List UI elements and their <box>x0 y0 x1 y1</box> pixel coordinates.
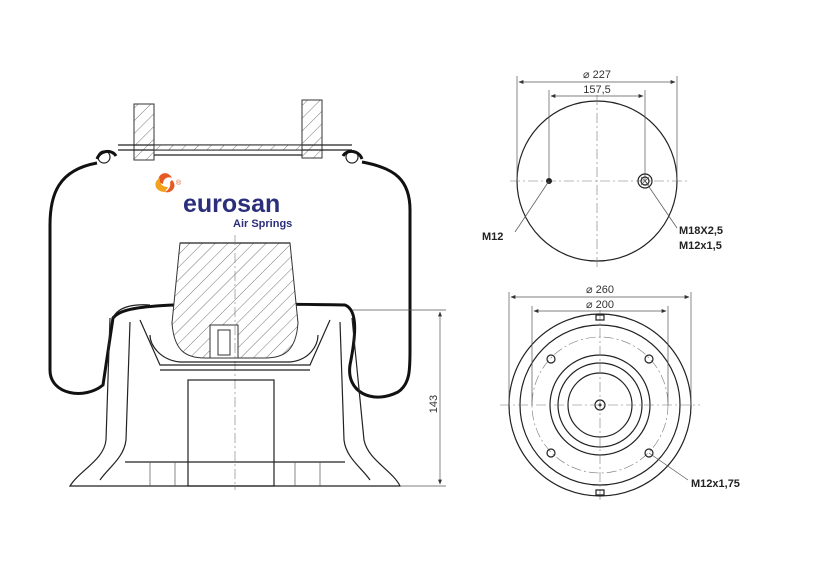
bottom-view: ⌀ 260 ⌀ 200 M12x1,75 <box>500 284 740 500</box>
piston <box>68 317 401 487</box>
brand-tagline: Air Springs <box>233 218 292 230</box>
eurosan-logo: ® eurosan Air Springs <box>155 173 292 230</box>
bottom-inner-diameter-label: ⌀ 200 <box>586 299 614 311</box>
top-view: ⌀ 227 157,5 M12 M18X2,5 M12x1,5 <box>482 69 723 270</box>
top-outer-diameter-label: ⌀ 227 <box>583 69 611 81</box>
bump-stop <box>171 235 299 490</box>
fitting-callout-line2: M12x1,5 <box>679 240 722 252</box>
bottom-outer-diameter-label: ⌀ 260 <box>586 284 614 296</box>
side-view: 143 ® eurosan Air Springs <box>48 99 446 490</box>
bolt-spacing-label: 157,5 <box>583 84 611 96</box>
registered-mark: ® <box>176 179 182 187</box>
air-fitting-hole <box>637 173 653 189</box>
m12-callout: M12 <box>482 231 503 243</box>
height-dimension-label: 143 <box>428 395 440 413</box>
fitting-callout-line1: M18X2,5 <box>679 225 723 237</box>
logo-swirl-icon <box>155 173 175 193</box>
bolt-holes <box>546 314 654 496</box>
top-plate <box>95 99 364 164</box>
brand-name: eurosan <box>183 190 280 218</box>
m12x175-callout: M12x1,75 <box>691 478 740 490</box>
height-dimension: 143 <box>352 309 446 487</box>
bellows <box>48 160 412 399</box>
